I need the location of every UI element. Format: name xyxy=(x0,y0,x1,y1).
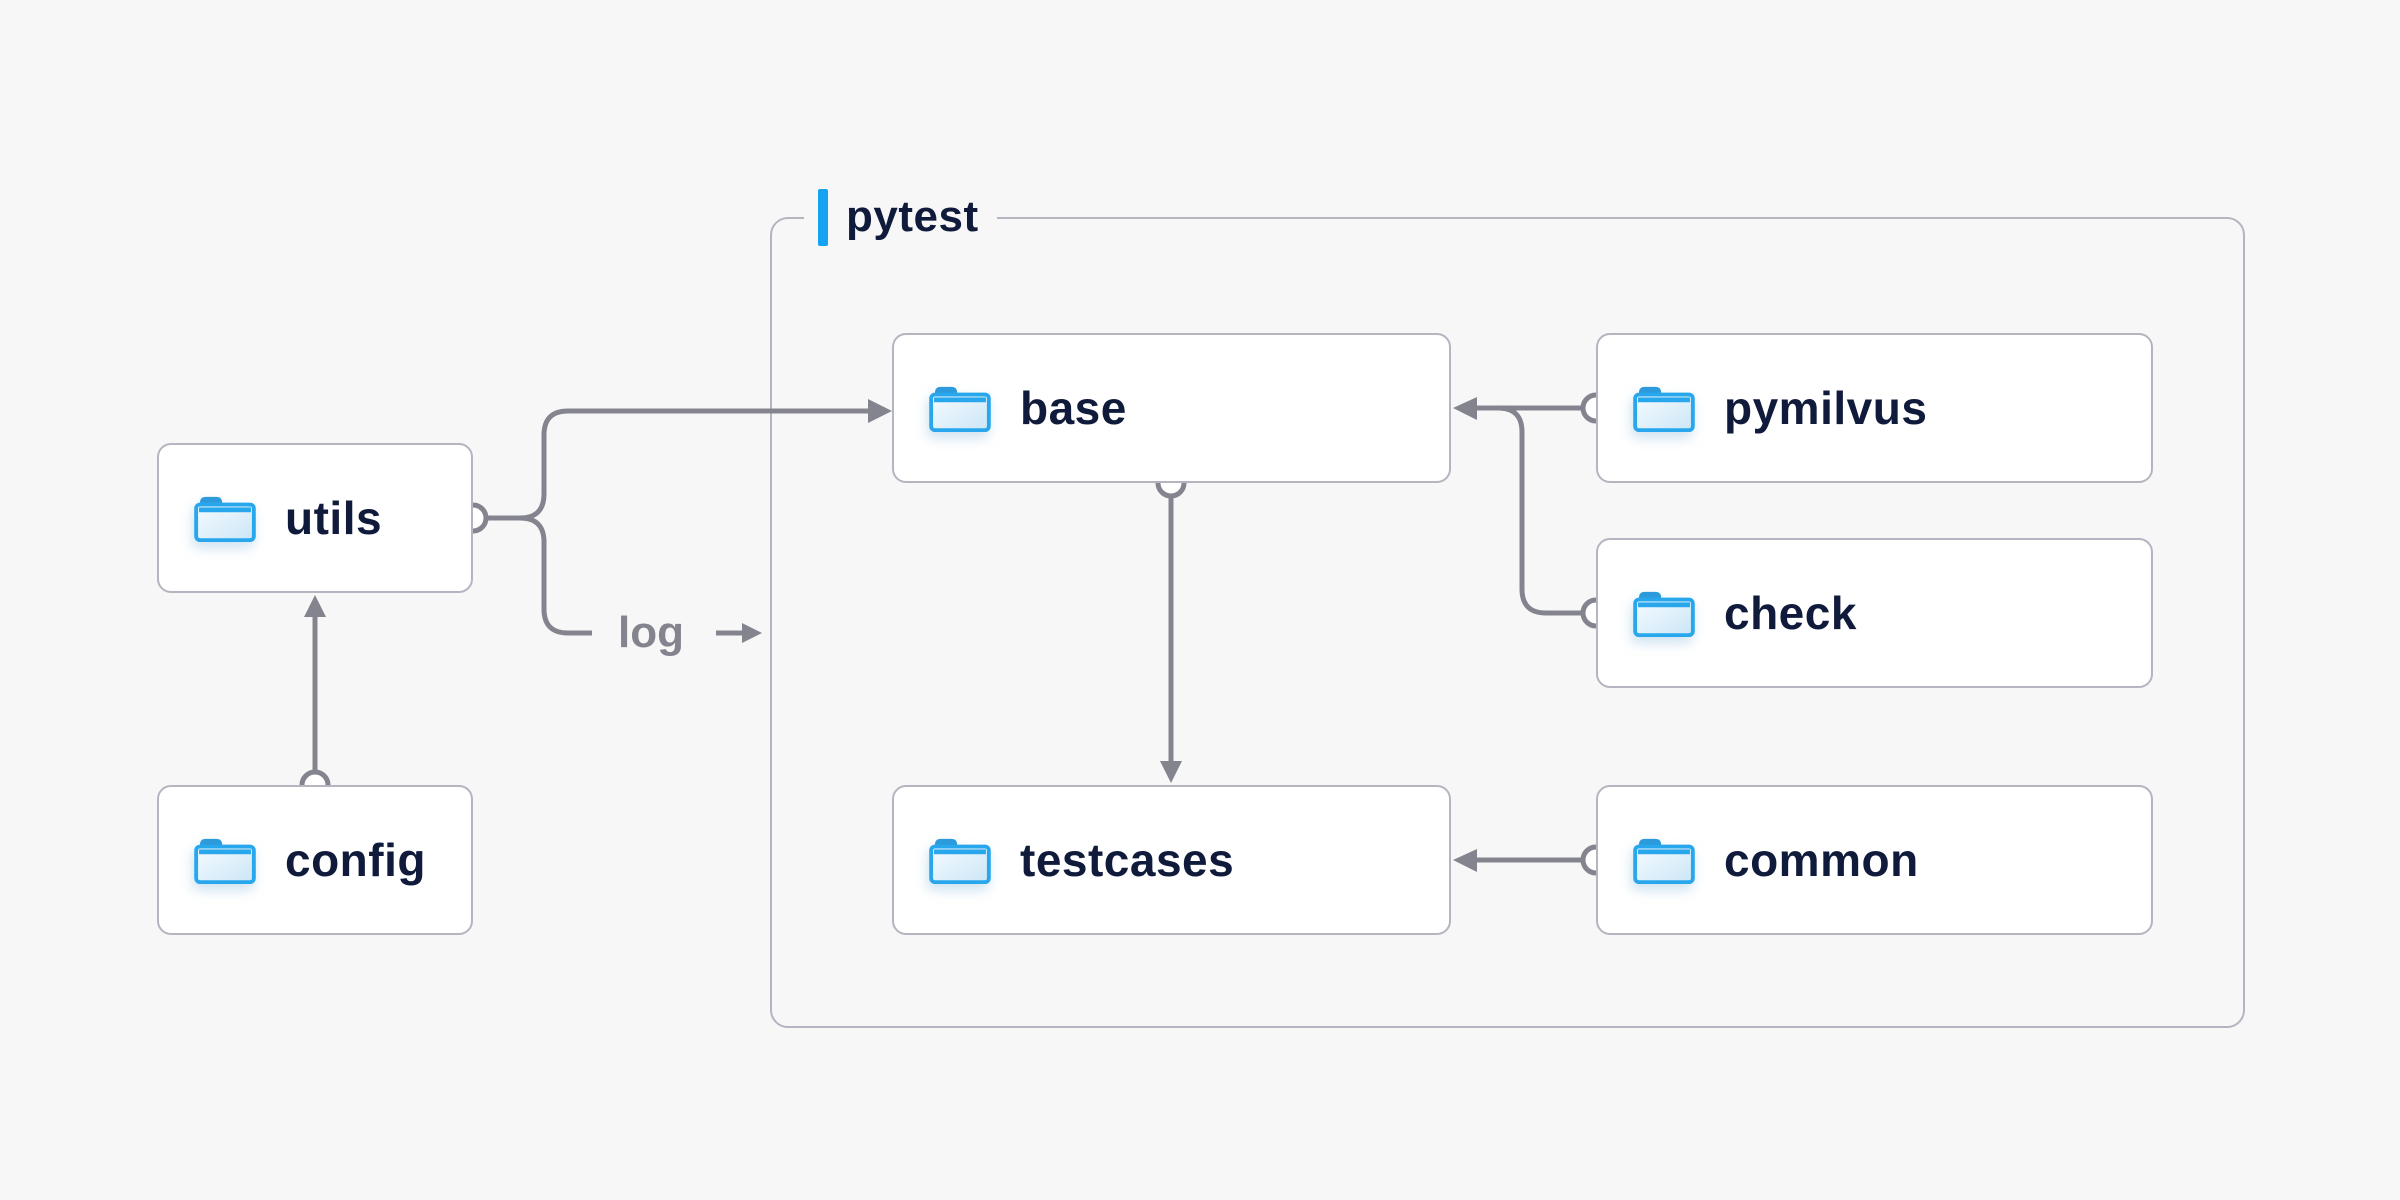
folder-icon xyxy=(1633,836,1695,885)
node-label: base xyxy=(1020,382,1127,434)
node-label: utils xyxy=(285,492,383,544)
arrowhead-log xyxy=(742,623,762,643)
node-testcases: testcases xyxy=(892,785,1451,935)
folder-icon xyxy=(194,494,256,543)
node-label: pymilvus xyxy=(1724,382,1928,434)
node-utils: utils xyxy=(157,443,473,593)
node-label: testcases xyxy=(1020,834,1235,886)
folder-icon xyxy=(1633,589,1695,638)
pytest-group-container xyxy=(770,217,2245,1028)
arrowhead-config-utils xyxy=(304,595,326,617)
edge-utils-log xyxy=(486,515,592,636)
node-label: check xyxy=(1724,587,1857,639)
folder-icon xyxy=(1633,384,1695,433)
group-label-text: pytest xyxy=(846,192,979,241)
node-label: config xyxy=(285,834,426,886)
pytest-group-label: pytest xyxy=(804,186,997,248)
node-config: config xyxy=(157,785,473,935)
accent-bar xyxy=(818,188,828,246)
folder-icon xyxy=(929,384,991,433)
node-check: check xyxy=(1596,538,2153,688)
node-pymilvus: pymilvus xyxy=(1596,333,2153,483)
folder-icon xyxy=(194,836,256,885)
node-label: common xyxy=(1724,834,1919,886)
edge-label-log: log xyxy=(618,608,684,657)
folder-icon xyxy=(929,836,991,885)
node-common: common xyxy=(1596,785,2153,935)
node-base: base xyxy=(892,333,1451,483)
